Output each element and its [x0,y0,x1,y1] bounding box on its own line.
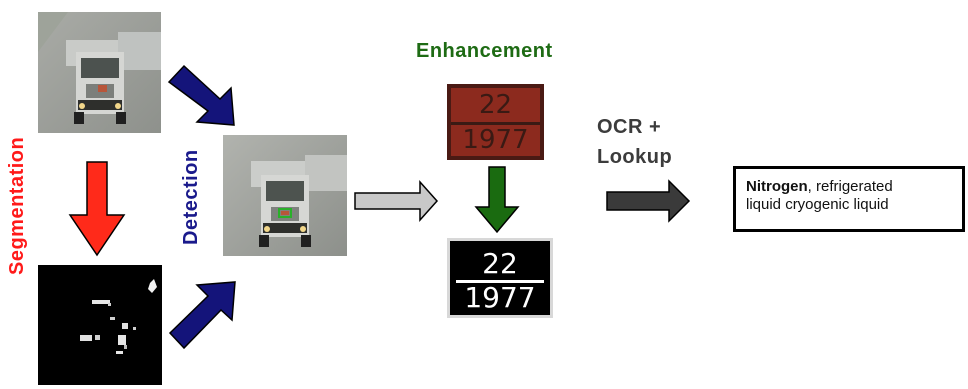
arrow-to-detection-icon [167,64,235,126]
arrow-seg-to-detection-icon [168,281,236,350]
enhancement-label: Enhancement [416,40,553,62]
plate-enhanced-divider [456,280,544,283]
arrow-to-enhancement-icon [354,180,439,222]
plate-enhanced-bottom-number: 1977 [464,281,536,314]
plate-original-top-number: 22 [478,90,513,120]
arrow-to-segmentation-icon [68,161,126,257]
ocr-lookup-line1: OCR + [597,116,662,138]
segmentation-mask-image [38,265,162,385]
plate-original-divider [451,122,540,125]
plate-original-bottom-number: 1977 [462,125,529,155]
result-substance-name: Nitrogen [746,178,808,195]
plate-enhanced-image: 22 1977 [447,238,553,318]
result-line1: Nitrogen, refrigerated [746,178,952,196]
plate-enhanced-top-number: 22 [482,247,518,280]
truck-image-detection [223,135,347,256]
ocr-lookup-label: OCR + Lookup [597,112,672,172]
ocr-lookup-line2: Lookup [597,146,673,168]
plate-original-image: 22 1977 [447,84,544,160]
result-line1-rest: , refrigerated [807,178,893,195]
result-box: Nitrogen, refrigerated liquid cryogenic … [733,166,965,232]
truck-image-original [38,12,161,133]
arrow-to-result-icon [606,179,691,223]
result-line2: liquid cryogenic liquid [746,196,889,213]
arrow-enhance-down-icon [474,166,520,234]
